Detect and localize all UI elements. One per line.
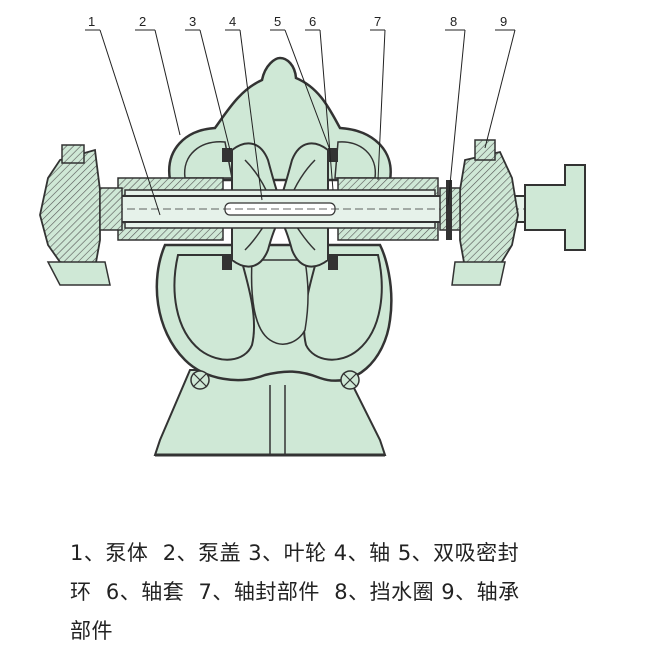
legend-line-2: 环 6、轴套 7、轴封部件 8、挡水圈 9、轴承 bbox=[70, 573, 630, 612]
pump-cross-section-diagram: 1 2 3 4 5 6 7 8 9 bbox=[39, 14, 586, 457]
legend-line-3: 部件 bbox=[70, 612, 630, 651]
seal-ring-lower-left bbox=[222, 256, 232, 270]
water-retaining-ring bbox=[446, 180, 452, 240]
bearing-right bbox=[459, 150, 519, 269]
seal-ring-upper-left bbox=[222, 148, 232, 162]
seal-ring-upper-right bbox=[328, 148, 338, 162]
parts-legend: 1、泵体 2、泵盖 3、叶轮 4、轴 5、双吸密封 环 6、轴套 7、轴封部件 … bbox=[70, 534, 630, 651]
callout-4: 4 bbox=[229, 14, 236, 29]
callout-7: 7 bbox=[374, 14, 381, 29]
legend-line-3-text: 部件 bbox=[70, 619, 113, 643]
callout-2: 2 bbox=[139, 14, 146, 29]
legend-line-1-text: 1、泵体 2、泵盖 3、叶轮 4、轴 5、双吸密封 bbox=[70, 541, 520, 565]
legend-line-2-text: 环 6、轴套 7、轴封部件 8、挡水圈 9、轴承 bbox=[70, 580, 520, 604]
callout-1: 1 bbox=[88, 14, 95, 29]
callout-9: 9 bbox=[500, 14, 507, 29]
coupling-flange bbox=[524, 164, 586, 251]
bearing-left bbox=[39, 148, 101, 270]
seal-ring-lower-right bbox=[328, 256, 338, 270]
callout-3: 3 bbox=[189, 14, 196, 29]
legend-line-1: 1、泵体 2、泵盖 3、叶轮 4、轴 5、双吸密封 bbox=[70, 534, 630, 573]
callout-5: 5 bbox=[274, 14, 281, 29]
callout-6: 6 bbox=[309, 14, 316, 29]
callout-8: 8 bbox=[450, 14, 457, 29]
